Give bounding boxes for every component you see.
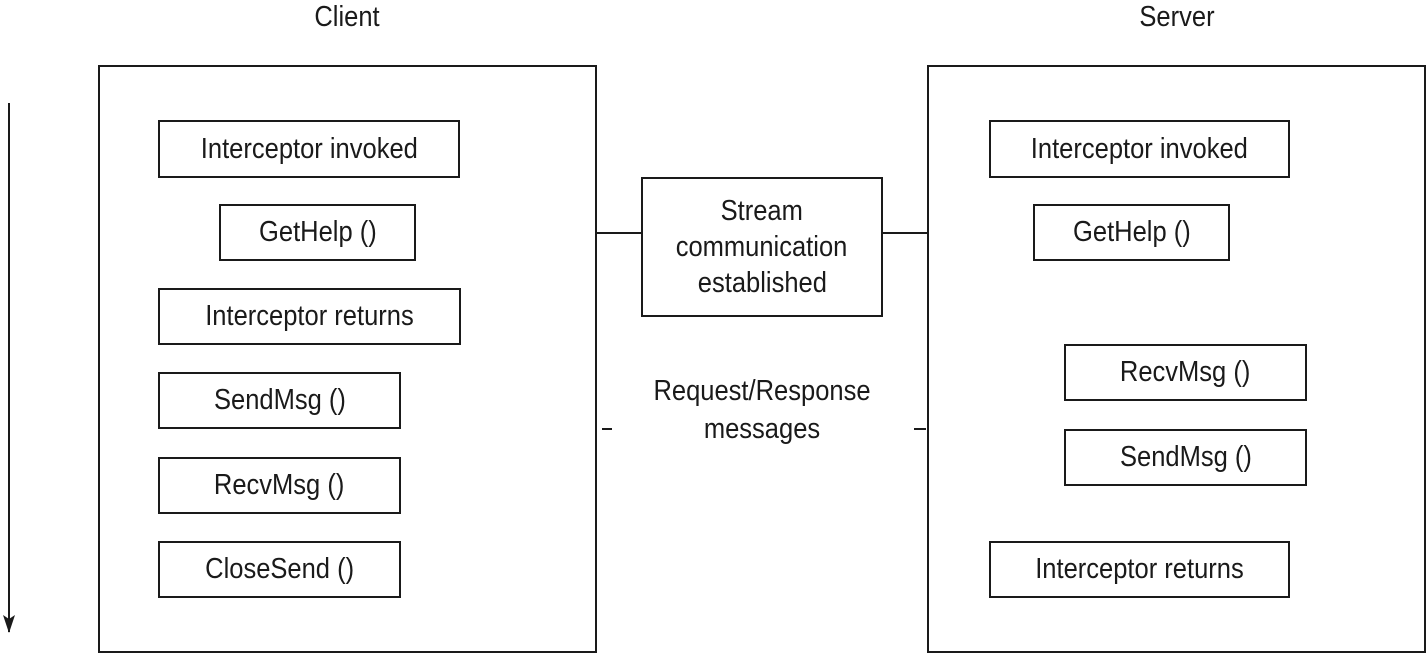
stream-line-3: established — [697, 267, 827, 299]
stream-line-2: communication — [676, 231, 848, 263]
stream-line-1: Stream — [720, 195, 804, 227]
server-step-interceptor-returns: Interceptor returns — [989, 541, 1290, 598]
client-step-closesend: CloseSend () — [158, 541, 401, 598]
client-step-recvmsg: RecvMsg () — [158, 457, 401, 514]
client-step-interceptor-returns: Interceptor returns — [158, 288, 461, 345]
server-step-interceptor-invoked: Interceptor invoked — [989, 120, 1290, 178]
client-step-interceptor-invoked: Interceptor invoked — [158, 120, 460, 178]
client-title: Client — [314, 1, 380, 33]
server-step-sendmsg: SendMsg () — [1064, 429, 1307, 486]
request-response-label: Request/Response messages — [612, 372, 912, 448]
server-title: Server — [1139, 1, 1215, 33]
client-step-gethelp: GetHelp () — [219, 204, 416, 261]
server-step-recvmsg: RecvMsg () — [1064, 344, 1307, 401]
messages-line-2: messages — [703, 413, 821, 445]
stream-established-box: Stream communication established — [641, 177, 883, 317]
client-step-sendmsg: SendMsg () — [158, 372, 401, 429]
server-step-gethelp: GetHelp () — [1033, 204, 1230, 261]
messages-line-1: Request/Response — [653, 375, 871, 407]
